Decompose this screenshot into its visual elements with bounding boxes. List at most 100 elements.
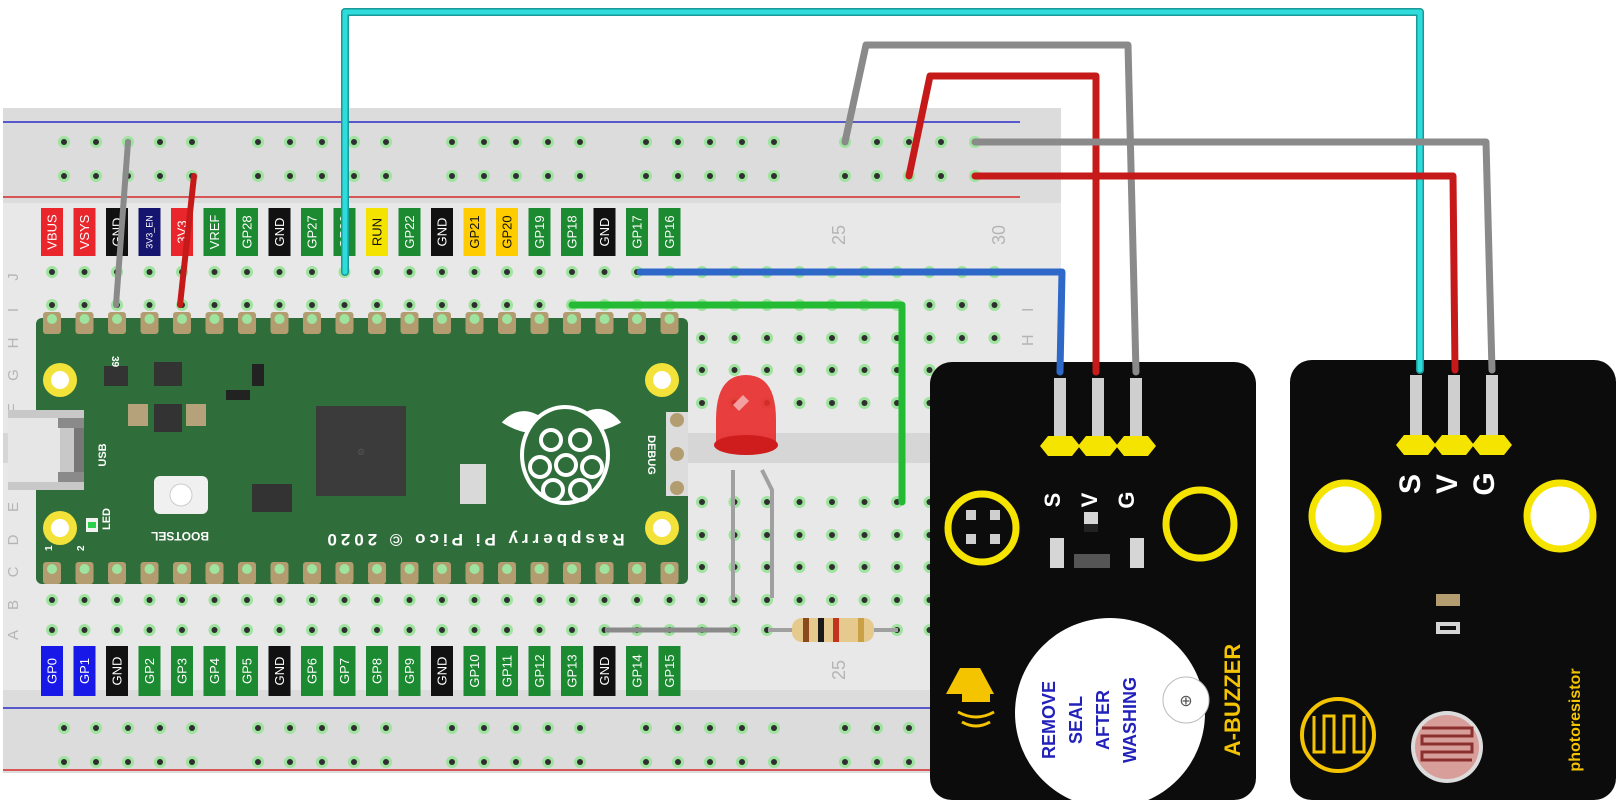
photo-pin-label-g: G [1468,472,1501,495]
photoresistor-module: photoresistor S V G [1290,360,1616,800]
wires [113,8,1496,506]
plus-icon: ⊕ [1179,693,1192,710]
pin-label-text: GP2 [142,658,157,684]
row-label: J [5,273,22,281]
row-label: E [5,502,22,512]
pin-label-text: VBUS [45,214,60,250]
pin-label-text: GP7 [337,658,352,684]
pin-label-text: GP3 [175,658,190,684]
wire-green-gp18-led [568,301,906,506]
pin-label-box [106,646,128,696]
pin-label-box [203,646,226,696]
buzzer-pin-label-v: V [1077,492,1102,507]
resistor [768,618,898,642]
pin1-label: 1 [44,545,55,551]
pin-label-box [561,208,583,256]
buzzer-pin-label-s: S [1040,493,1065,508]
wire-red-buzzer-vcc [905,72,1100,376]
wire-gray-photo-gnd [971,138,1496,374]
rp2040-chip [316,406,406,496]
pin-label-box [138,208,161,256]
col-label-25-top: 25 [829,225,849,245]
pin-label-box [138,646,161,696]
pin-label-box [496,208,518,256]
pin-label-box [658,646,681,696]
pin-label-box [528,208,551,256]
row-label: C [5,566,22,577]
pin-label-text: GND [110,657,125,686]
pin-label-text: GND [272,657,287,686]
pin-label-box [593,646,616,696]
red-led [714,375,778,600]
row-label: F [5,403,22,412]
pin-label-box [398,208,421,256]
pin-label-text: GND [597,657,612,686]
pin-label-text: GP1 [77,658,92,684]
buzzer-module-name: A-BUZZER [1220,644,1245,757]
pin-label-box [333,646,356,696]
ldr-sensor [1411,711,1483,783]
pin-label-text: GND [597,218,612,247]
ldr-symbol-icon [1300,697,1376,773]
pin-label-text: GP16 [662,215,677,248]
pin-label-text: GP13 [565,654,580,687]
pico-pads [43,312,679,584]
pin-label-box [73,208,96,256]
row-label: I [5,308,22,312]
pin-label-box [268,646,291,696]
pin-label-box [73,646,96,696]
row-label: H [5,338,22,349]
buzzer-body [1015,618,1205,801]
wire-cyan-gp26 [342,9,1423,373]
pin-label-box [496,646,518,696]
pin-label-text: GP5 [240,658,255,684]
led-label: LED [101,508,113,530]
pin-label-text: GP9 [402,658,417,684]
debug-label: DEBUG [645,435,657,475]
row-label: G [5,369,22,381]
seal-text-line-2: SEAL [1066,696,1086,744]
pin-label-box [463,646,486,696]
pin-label-box [366,646,388,696]
pin-label-text: GP20 [500,215,515,248]
pin-label-text: RUN [370,218,385,246]
pin39-label: 39 [109,356,120,368]
wire-blue-gp17-buzzer [636,268,1066,376]
pin-label-box [626,646,648,696]
pin-label-text: GND [435,657,450,686]
photo-pin-label-s: S [1394,474,1427,494]
pin-label-text: GP12 [532,654,547,687]
svg-text:⚙: ⚙ [357,447,365,457]
raspberry-pi-logo [501,405,622,505]
brand-label: Raspberry Pi Pico © 2020 [323,530,624,549]
pin-label-box [236,646,258,696]
wire-gray-buzzer-gnd [841,41,1140,376]
pin-label-text: GP14 [630,654,645,687]
pin-label-text: VSYS [77,214,92,249]
bootsel-label: BOOTSEL [151,529,209,543]
pin-label-box [41,646,63,696]
pin-label-text: GP8 [370,658,385,684]
debug-pins [666,412,688,496]
seal-text-line-1: REMOVE [1039,681,1059,759]
pin-label-box [398,646,421,696]
seal-text-line-3: AFTER [1093,690,1113,750]
pin-label-box [366,208,388,256]
pin-label-box [431,646,453,696]
pico-board: ⚙ [8,312,688,584]
row-label: B [5,600,22,610]
row-label-i-right: I [1020,308,1037,312]
pin-label-box [171,646,193,696]
photoresistor-header-pins [1396,375,1512,455]
usb-label: USB [97,443,109,466]
wire-red-3v3-jumper [177,173,197,308]
pin-label-text: GP17 [630,215,645,248]
pin-label-text: GP11 [500,655,515,687]
pin-label-text: GP10 [467,654,482,687]
pin-label-box [626,208,648,256]
row-label: A [5,630,22,640]
wire-red-photo-vcc [971,172,1459,374]
col-label-30: 30 [989,225,1009,245]
